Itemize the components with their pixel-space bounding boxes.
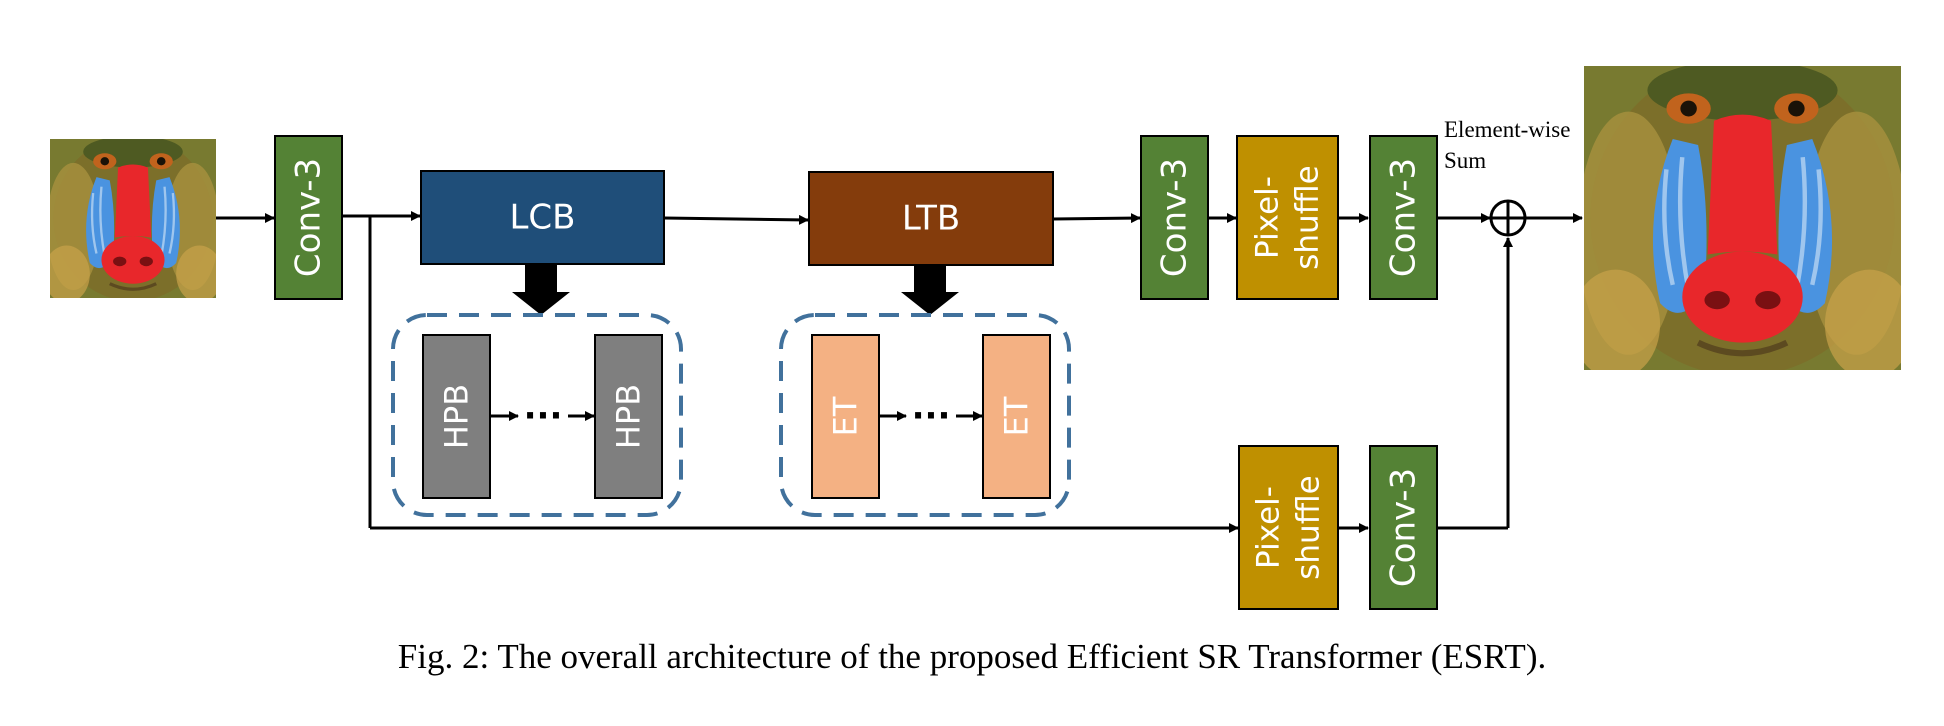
sum-label-line2: Sum	[1444, 148, 1486, 173]
et-ellipsis: ···	[912, 396, 951, 436]
conv3-up1-block: Conv-3	[1140, 135, 1209, 300]
pixel-shuffle-low-block: Pixel- shuffle	[1238, 445, 1339, 610]
arrow-lcb-to-ltb	[663, 214, 809, 225]
conv3-low-block: Conv-3	[1369, 445, 1438, 610]
et-block-first	[811, 334, 880, 499]
sum-label-line1: Element-wise	[1444, 117, 1570, 142]
conv3-low-label: Conv-3	[1384, 468, 1424, 587]
figure-caption: Fig. 2: The overall architecture of the …	[398, 637, 1546, 676]
lcb-label: LCB	[509, 198, 575, 238]
conv3-up2-block: Conv-3	[1369, 135, 1438, 300]
connections	[216, 211, 1583, 533]
conv3-up1-label: Conv-3	[1155, 158, 1195, 277]
hpb-first-label: HPB	[438, 384, 476, 449]
hpb-block-first	[422, 334, 491, 499]
hpb-last-label: HPB	[610, 384, 648, 449]
conv3-input-block: Conv-3	[274, 135, 343, 300]
et-first-label: ET	[827, 396, 865, 436]
pixel-shuffle-up-block: Pixel- shuffle	[1236, 135, 1339, 300]
ltb-block: LTB	[808, 171, 1054, 266]
hpb-block-last	[594, 334, 663, 499]
element-wise-sum-node	[1489, 199, 1527, 237]
et-last-label: ET	[998, 396, 1036, 436]
pixel-shuffle-low-line1: Pixel-	[1251, 486, 1287, 569]
hpb-group: HPB ··· HPB	[391, 313, 683, 517]
ltb-label: LTB	[902, 199, 960, 239]
lcb-expand-arrow	[512, 265, 570, 315]
conv3-input-label: Conv-3	[289, 158, 329, 277]
pixel-shuffle-up-line1: Pixel-	[1250, 176, 1286, 259]
arrow-ltb-to-conv	[1052, 213, 1141, 224]
output-image	[1571, 60, 1913, 379]
conv3-up2-label: Conv-3	[1384, 158, 1424, 277]
et-group: ET ··· ET	[779, 313, 1071, 517]
input-image	[50, 139, 216, 298]
pixel-shuffle-up-line2: shuffle	[1290, 165, 1326, 270]
ltb-expand-arrow	[901, 266, 959, 315]
lcb-block: LCB	[420, 170, 665, 265]
et-block-last	[982, 334, 1051, 499]
hpb-ellipsis: ···	[524, 396, 563, 436]
pixel-shuffle-low-line2: shuffle	[1291, 475, 1327, 580]
